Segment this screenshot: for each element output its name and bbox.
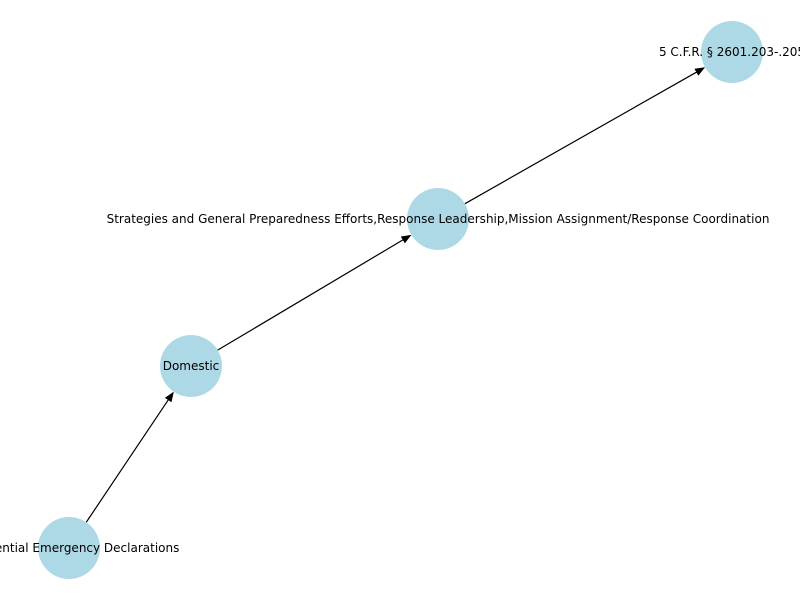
edges-layer	[85, 67, 706, 523]
node-strategies-response-leadership: Strategies and General Preparedness Effo…	[107, 188, 770, 250]
node-presidential-emergency-declarations: Presidential Emergency Declarations	[0, 517, 179, 579]
node-label: Domestic	[163, 359, 220, 373]
node-circle	[407, 188, 469, 250]
node-cfr-citation: 5 C.F.R. § 2601.203-.205	[659, 21, 800, 83]
node-label: Presidential Emergency Declarations	[0, 541, 179, 555]
node-circle	[160, 335, 222, 397]
edge-n3-n4	[464, 67, 706, 205]
node-domestic: Domestic	[160, 335, 222, 397]
node-circle	[38, 517, 100, 579]
nodes-layer: Presidential Emergency Declarations Dome…	[0, 21, 800, 579]
node-label: Strategies and General Preparedness Effo…	[107, 212, 770, 226]
edge-n2-n3	[217, 234, 412, 351]
node-label: 5 C.F.R. § 2601.203-.205	[659, 45, 800, 59]
node-circle	[701, 21, 763, 83]
edge-n1-n2	[85, 391, 174, 523]
